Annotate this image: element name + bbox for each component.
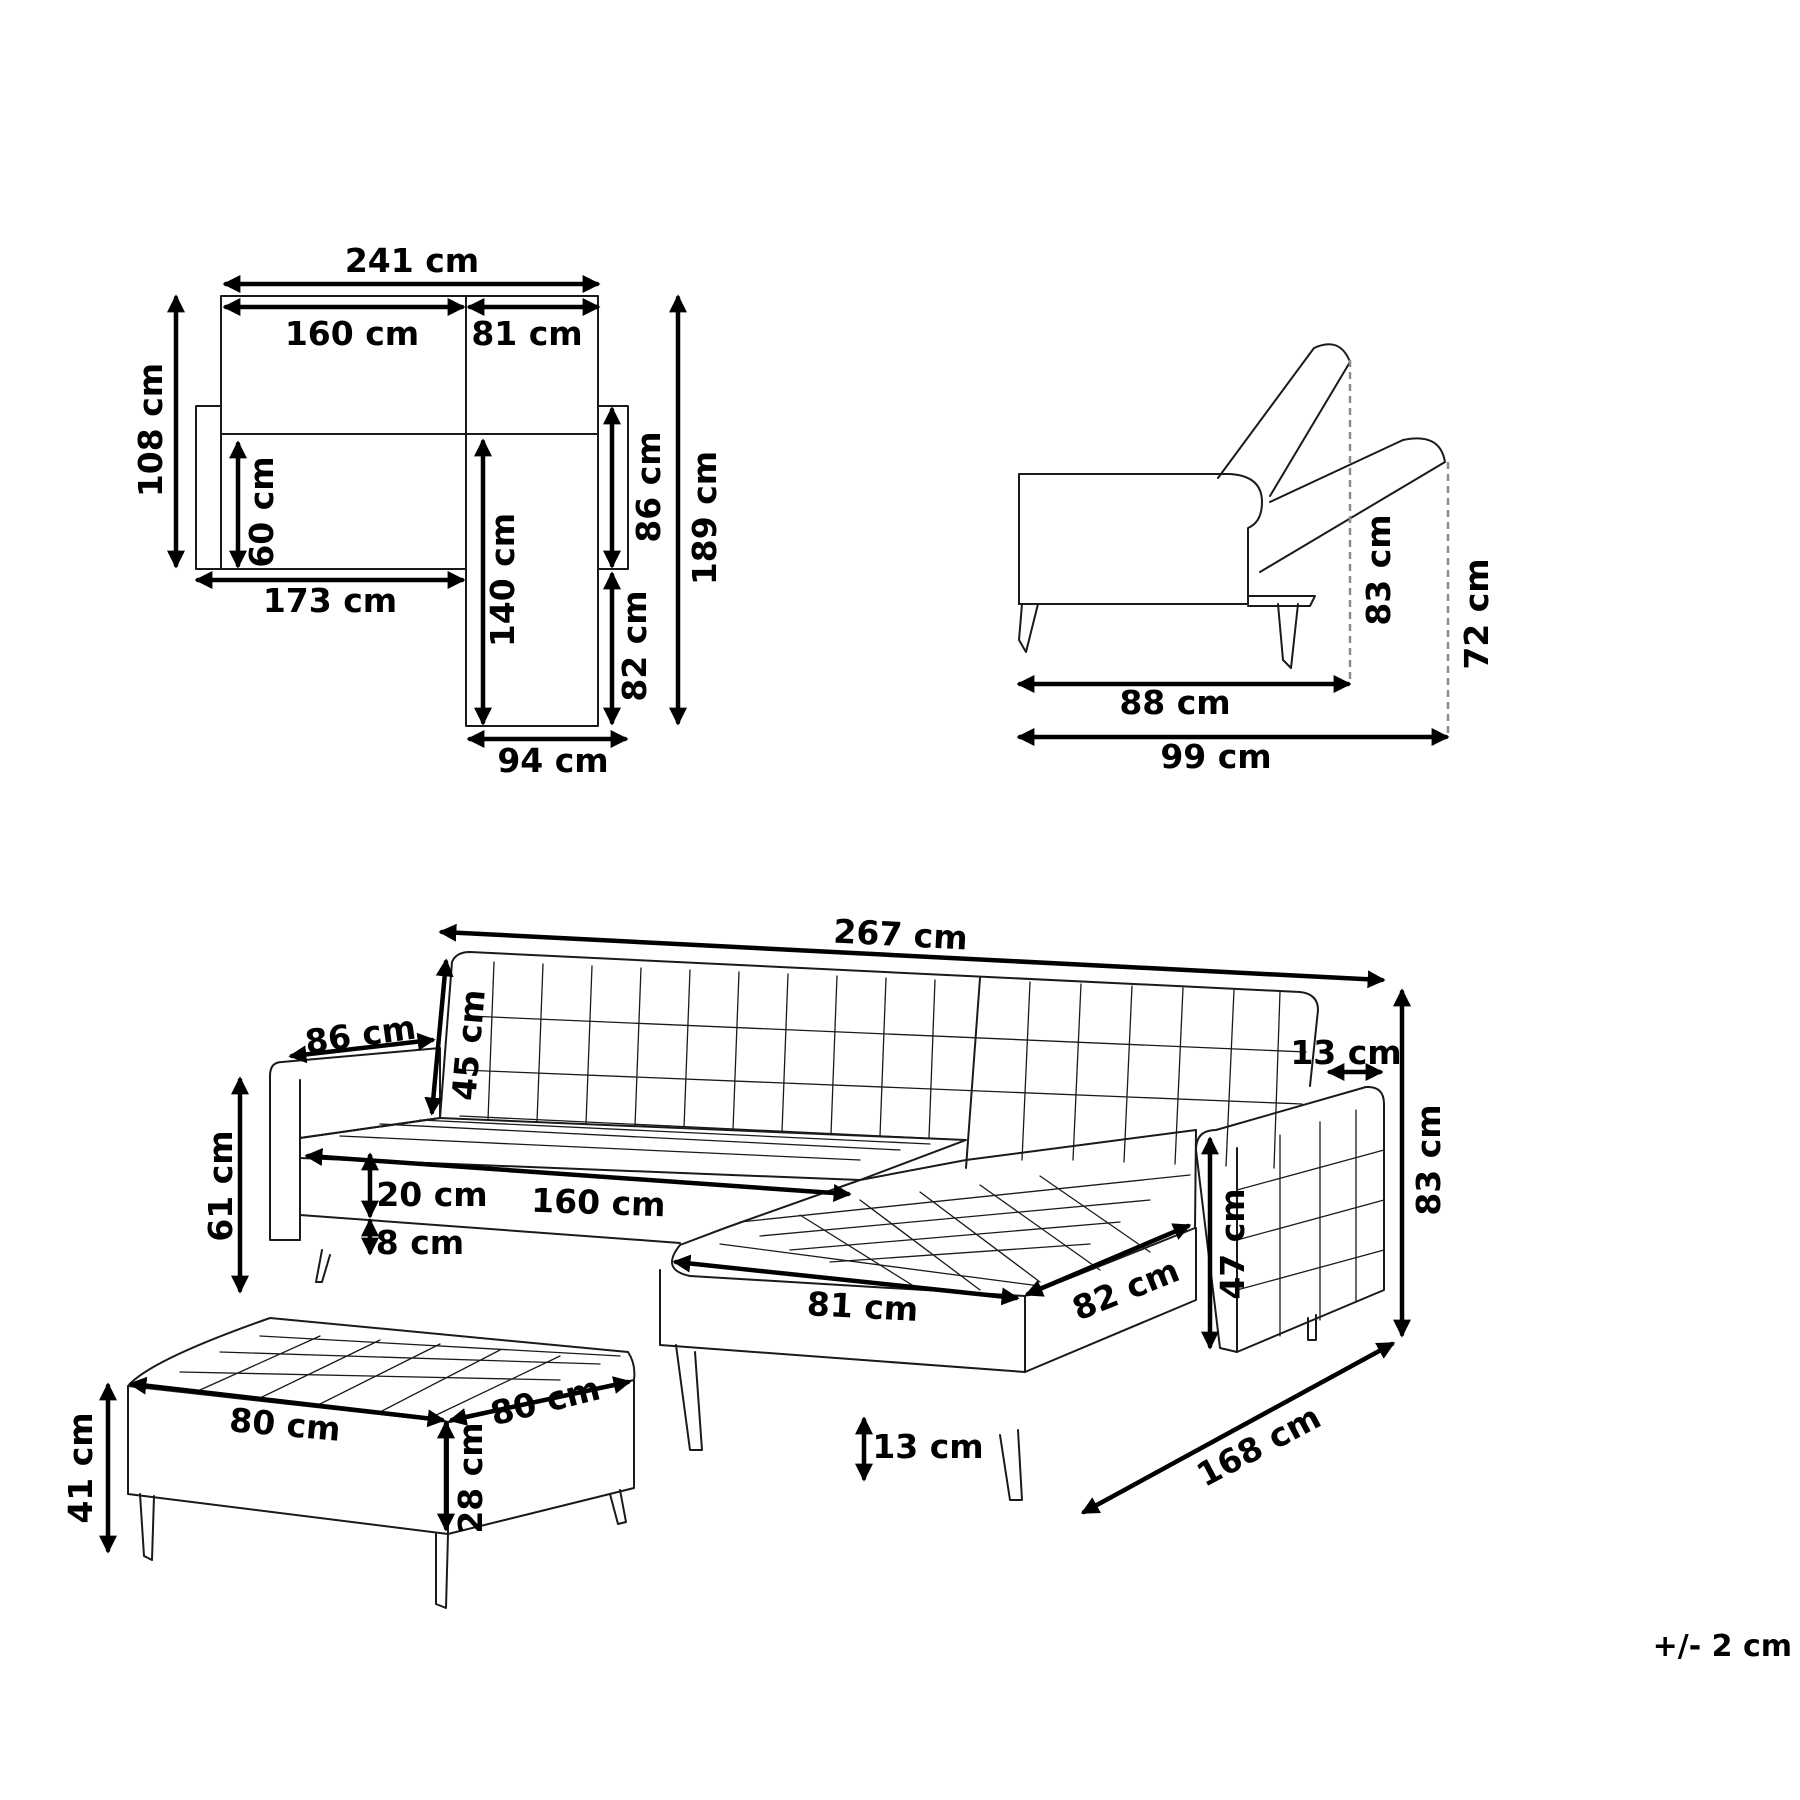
plan-outline	[195, 295, 629, 727]
chaise-width-label: 81 cm	[806, 1284, 919, 1329]
plan-chaise-front-depth-label: 82 cm	[615, 590, 654, 701]
armrest-length-label: 86 cm	[303, 1008, 419, 1062]
perspective-dimension-lines	[231, 923, 1411, 1515]
plan-sofa-width-label: 160 cm	[285, 314, 419, 353]
side-reclined-depth-label: 99 cm	[1160, 737, 1271, 776]
ottoman-dimension-lines	[99, 1376, 632, 1554]
arm-inner-height-label: 47 cm	[1213, 1188, 1252, 1299]
ottoman-height-label: 41 cm	[61, 1412, 100, 1523]
tolerance-note: +/- 2 cm	[1653, 1629, 1792, 1664]
side-closed-depth-label: 88 cm	[1119, 683, 1230, 722]
plan-chaise-back-depth-label: 86 cm	[629, 431, 668, 542]
plan-chaise-width-top-label: 81 cm	[471, 314, 582, 353]
seat-width-label: 160 cm	[531, 1181, 667, 1225]
leg-height-label: 13 cm	[872, 1427, 983, 1466]
side-reclined-height-label: 72 cm	[1457, 558, 1496, 669]
total-width-label: 267 cm	[833, 912, 969, 958]
frame-height-label: 8 cm	[376, 1223, 464, 1262]
plan-seat-depth-label: 60 cm	[242, 456, 281, 567]
ottoman-outline	[127, 1317, 636, 1609]
plan-view: 241 cm 160 cm 81 cm 108 cm 60 cm 173 cm …	[131, 241, 724, 780]
right-armrest	[1195, 1085, 1385, 1353]
chaise-depth-label: 82 cm	[1067, 1250, 1185, 1328]
total-height-label: 83 cm	[1409, 1104, 1448, 1215]
arm-height-label: 61 cm	[201, 1130, 240, 1241]
ottoman-depth-label: 80 cm	[486, 1368, 603, 1433]
plan-chaise-width-label: 94 cm	[497, 741, 608, 780]
plan-chaise-length-label: 140 cm	[483, 513, 522, 647]
total-depth-label: 168 cm	[1190, 1397, 1327, 1494]
plan-total-depth-right-label: 189 cm	[685, 451, 724, 585]
perspective-view: 267 cm 86 cm 45 cm 13 cm 61 cm 20 cm 160…	[201, 912, 1448, 1515]
armrest-width-label: 13 cm	[1290, 1033, 1401, 1072]
cushion-height-label: 20 cm	[376, 1175, 487, 1214]
plan-dimension-lines	[167, 275, 687, 748]
plan-seat-width-label: 173 cm	[263, 581, 397, 620]
ottoman-width-label: 80 cm	[228, 1400, 342, 1449]
side-back-height-label: 83 cm	[1359, 514, 1398, 625]
plan-total-depth-left-label: 108 cm	[131, 363, 170, 497]
backrest-height-label: 45 cm	[444, 988, 493, 1102]
side-view: 88 cm 99 cm 83 cm 72 cm	[1016, 343, 1496, 776]
ottoman-cushion-height-label: 28 cm	[451, 1422, 490, 1533]
ottoman: 80 cm 80 cm 41 cm 28 cm	[61, 1317, 636, 1609]
plan-total-width-label: 241 cm	[345, 241, 479, 280]
